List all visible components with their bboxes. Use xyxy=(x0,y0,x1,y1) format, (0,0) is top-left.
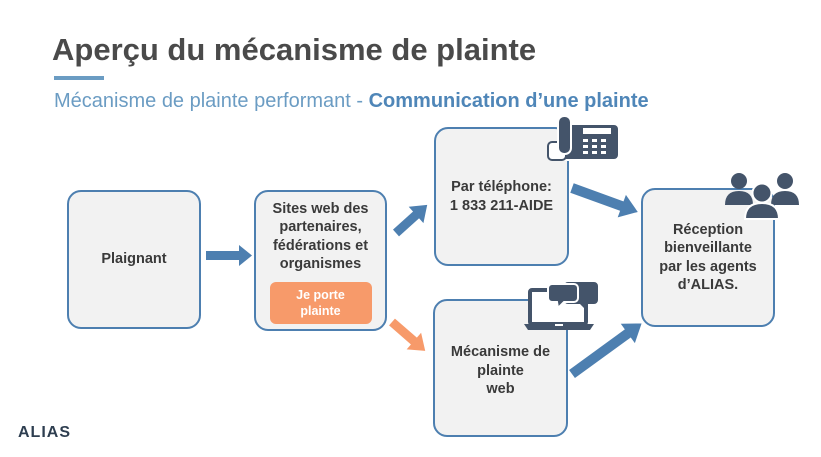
sites-line-4: organismes xyxy=(279,256,362,273)
arrow-web-to-reception xyxy=(569,323,642,379)
sites-line-1: Sites web des xyxy=(272,201,369,217)
phone-line-2: 1 833 211-AIDE xyxy=(449,197,554,214)
subtitle-main: Mécanisme de plainte performant - xyxy=(54,90,369,112)
node-telephone: Par téléphone: 1 833 211-AIDE xyxy=(434,127,569,266)
arrow-sites-to-telephone xyxy=(392,204,428,237)
reception-line-1: Réception xyxy=(672,221,744,238)
telephone-icon xyxy=(547,115,620,161)
node-reception: Réception bienveillante par les agents d… xyxy=(641,188,775,327)
sites-line-2: partenaires, xyxy=(279,219,362,236)
subtitle-highlight: Communication d’une plainte xyxy=(368,90,649,112)
web-line-3: web xyxy=(486,381,515,398)
phone-line-1: Par téléphone: xyxy=(451,179,552,196)
je-porte-plainte-button[interactable]: Je porte plainte xyxy=(269,281,372,325)
title-underline xyxy=(54,76,104,80)
reception-line-2: bienveillante xyxy=(664,240,752,257)
node-plaignant: Plaignant xyxy=(67,190,201,329)
button-line-1: Je porte xyxy=(296,287,345,302)
subtitle: Mécanisme de plainte performant - Commun… xyxy=(54,90,649,113)
web-line-1: Mécanisme de xyxy=(450,344,551,361)
arrow-telephone-to-reception xyxy=(570,183,638,218)
web-line-2: plainte xyxy=(477,362,524,379)
laptop-chat-icon xyxy=(524,282,598,330)
page-title: Aperçu du mécanisme de plainte xyxy=(52,32,537,67)
alias-logo: ALIAS xyxy=(18,424,71,441)
arrow-plaignant-to-sites xyxy=(206,245,252,266)
button-line-2: plainte xyxy=(300,303,341,318)
node-sites-web: Sites web des partenaires, fédérations e… xyxy=(254,190,387,331)
sites-line-3: fédérations et xyxy=(272,237,369,254)
arrow-sites-to-web xyxy=(389,318,426,351)
node-plaignant-label: Plaignant xyxy=(101,251,167,268)
reception-line-3: par les agents xyxy=(659,258,757,275)
people-group-icon xyxy=(725,173,799,220)
reception-line-4: d’ALIAS. xyxy=(677,276,739,293)
